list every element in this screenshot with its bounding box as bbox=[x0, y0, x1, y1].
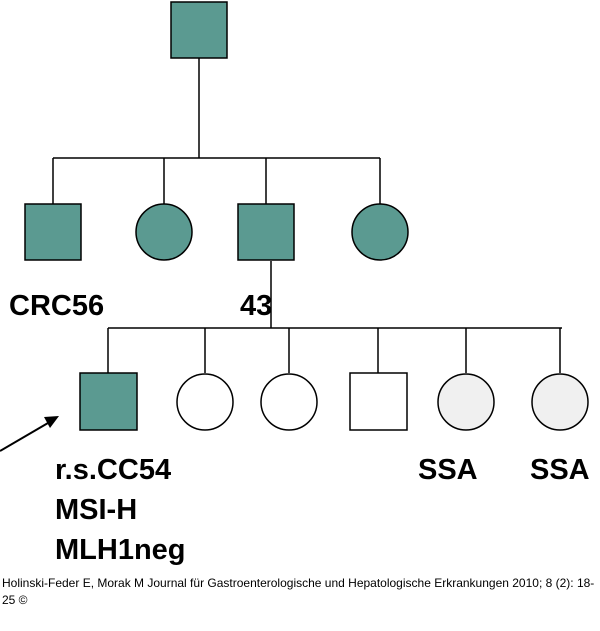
sister4-circle bbox=[531, 373, 589, 431]
proband-label-line1: r.s.CC54 bbox=[55, 454, 172, 486]
father-age-label: 43 bbox=[240, 290, 273, 322]
grandfather-square bbox=[170, 1, 228, 59]
proband-label-line2: MSI-H bbox=[55, 494, 138, 526]
aunt1-circle bbox=[135, 203, 193, 261]
proband-square bbox=[79, 372, 138, 431]
sister3-label: SSA bbox=[418, 454, 478, 486]
pedigree-lines bbox=[52, 58, 562, 373]
citation-text: Holinski-Feder E, Morak M Journal für Ga… bbox=[2, 576, 595, 607]
sister1-circle bbox=[176, 373, 234, 431]
sister2-circle bbox=[260, 373, 318, 431]
sister3-circle bbox=[437, 373, 495, 431]
sister4-label: SSA bbox=[530, 454, 590, 486]
brother-square bbox=[349, 372, 408, 431]
uncle-label: CRC56 bbox=[9, 290, 105, 322]
proband-label-line3: MLH1neg bbox=[55, 534, 186, 566]
uncle-square bbox=[24, 203, 82, 261]
aunt2-circle bbox=[351, 203, 409, 261]
father-square bbox=[237, 203, 295, 261]
proband-arrow bbox=[0, 416, 59, 452]
